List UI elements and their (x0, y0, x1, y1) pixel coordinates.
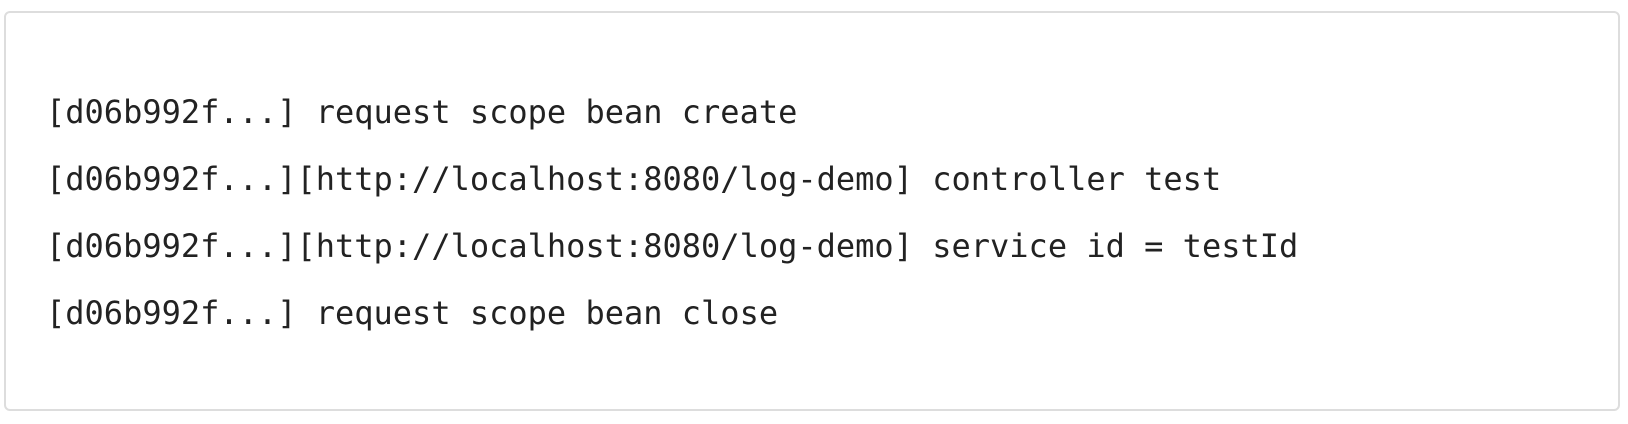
log-output-block: [d06b992f...] request scope bean create … (4, 11, 1620, 411)
log-line: [d06b992f...] request scope bean close (46, 294, 779, 332)
log-line: [d06b992f...][http://localhost:8080/log-… (46, 227, 1299, 265)
log-line: [d06b992f...][http://localhost:8080/log-… (46, 160, 1222, 198)
log-line: [d06b992f...] request scope bean create (46, 93, 798, 131)
log-lines: [d06b992f...] request scope bean create … (46, 79, 1298, 347)
